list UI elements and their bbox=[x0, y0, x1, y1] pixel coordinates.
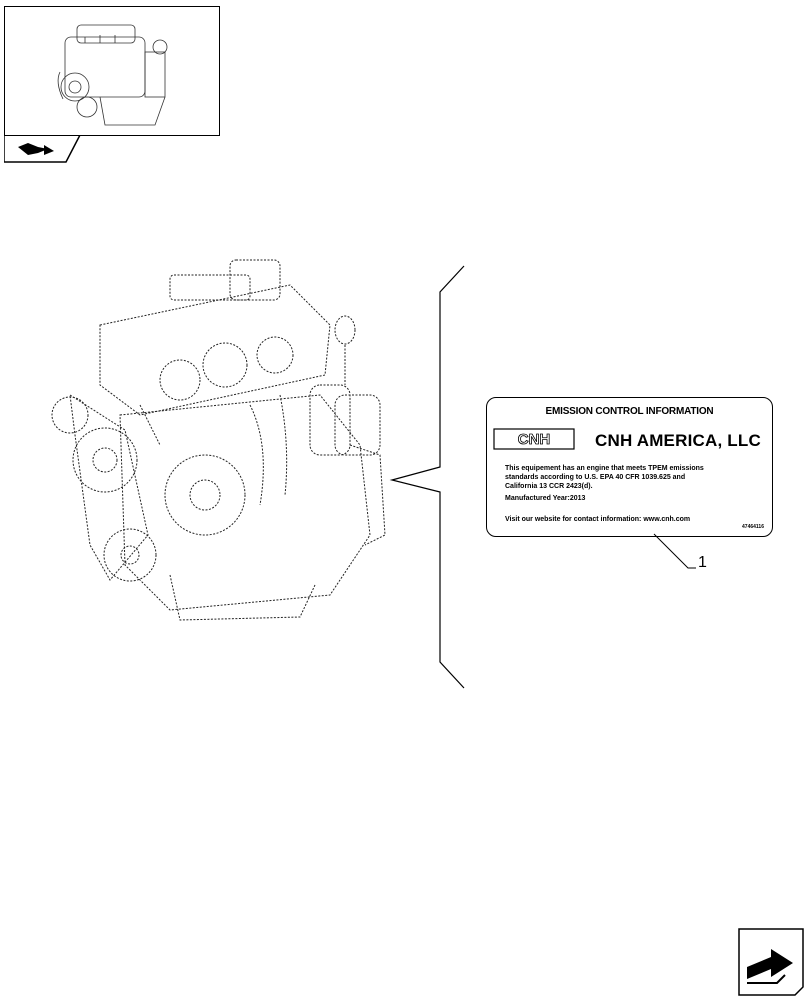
callout-leader-line bbox=[653, 533, 696, 569]
callout-number: 1 bbox=[698, 554, 707, 571]
open-book-arrow-icon bbox=[18, 143, 54, 155]
thumbnail-frame bbox=[4, 6, 220, 136]
emission-control-decal: EMISSION CONTROL INFORMATION CNH CNH AME… bbox=[486, 397, 773, 537]
engine-thumbnail-icon bbox=[57, 24, 168, 126]
next-page-arrow-icon[interactable] bbox=[737, 927, 805, 997]
engine-illustration bbox=[51, 259, 386, 621]
decal-text-line: standards according to U.S. EPA 40 CFR 1… bbox=[505, 474, 686, 481]
decal-website: Visit our website for contact informatio… bbox=[505, 516, 691, 523]
cnh-logo: CNH bbox=[493, 428, 575, 450]
bracket-line bbox=[389, 265, 465, 689]
decal-manufactured-year: Manufactured Year:2013 bbox=[505, 495, 586, 502]
decal-title: EMISSION CONTROL INFORMATION bbox=[545, 406, 714, 417]
decal-text-line: California 13 CCR 2423(d). bbox=[505, 483, 593, 490]
svg-text:CNH: CNH bbox=[518, 431, 551, 448]
decal-part-number: 47464116 bbox=[742, 524, 764, 530]
decal-company-name: CNH AMERICA, LLC bbox=[595, 431, 761, 450]
decal-emission-statement: This equipement has an engine that meets… bbox=[505, 464, 725, 491]
decal-text-line: This equipement has an engine that meets… bbox=[505, 465, 704, 472]
thumbnail-tab bbox=[4, 135, 81, 163]
